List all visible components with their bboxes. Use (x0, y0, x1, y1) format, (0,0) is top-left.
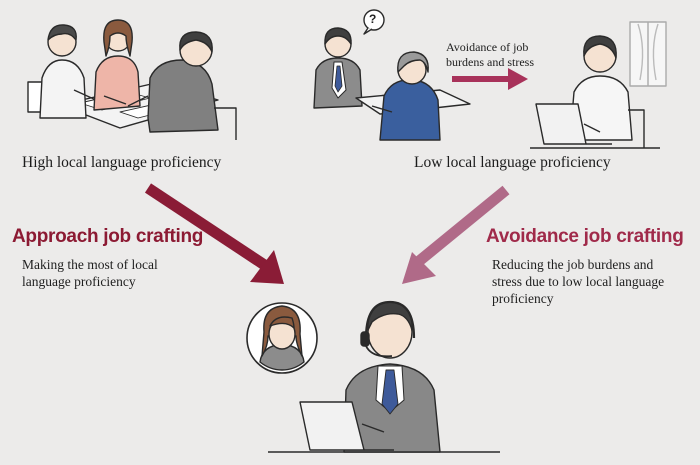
meeting-illustration-icon (27, 19, 237, 140)
avoidance-label-line1: Avoidance of job (446, 40, 529, 54)
confused-person-icon (313, 9, 471, 141)
approach-description: Making the most of local language profic… (22, 256, 158, 290)
avoidance-of-burdens-label: Avoidance of job burdens and stress (446, 40, 534, 70)
approach-arrow (144, 183, 284, 284)
avoidance-desc-line1: Reducing the job burdens and (492, 257, 654, 272)
high-proficiency-caption: High local language proficiency (22, 154, 222, 171)
approach-heading: Approach job crafting (12, 226, 204, 247)
avoidance-desc-line2: stress due to low local language (492, 274, 665, 289)
avoidance-arrow (402, 185, 510, 284)
low-proficiency-caption: Low local language proficiency (414, 154, 611, 171)
avoidance-desc-line3: proficiency (492, 291, 554, 306)
avoidance-description: Reducing the job burdens and stress due … (492, 256, 664, 307)
headset-worker-icon (268, 300, 500, 453)
approach-desc-line2: language proficiency (22, 274, 136, 289)
approach-desc-line1: Making the most of local (22, 257, 158, 272)
avoidance-heading: Avoidance job crafting (486, 226, 684, 247)
question-mark: ? (369, 12, 377, 26)
avoidance-label-line2: burdens and stress (446, 55, 534, 69)
woman-avatar-icon (246, 302, 318, 374)
avoidance-arrow-small (452, 68, 528, 90)
laptop-worker-icon (530, 21, 667, 149)
